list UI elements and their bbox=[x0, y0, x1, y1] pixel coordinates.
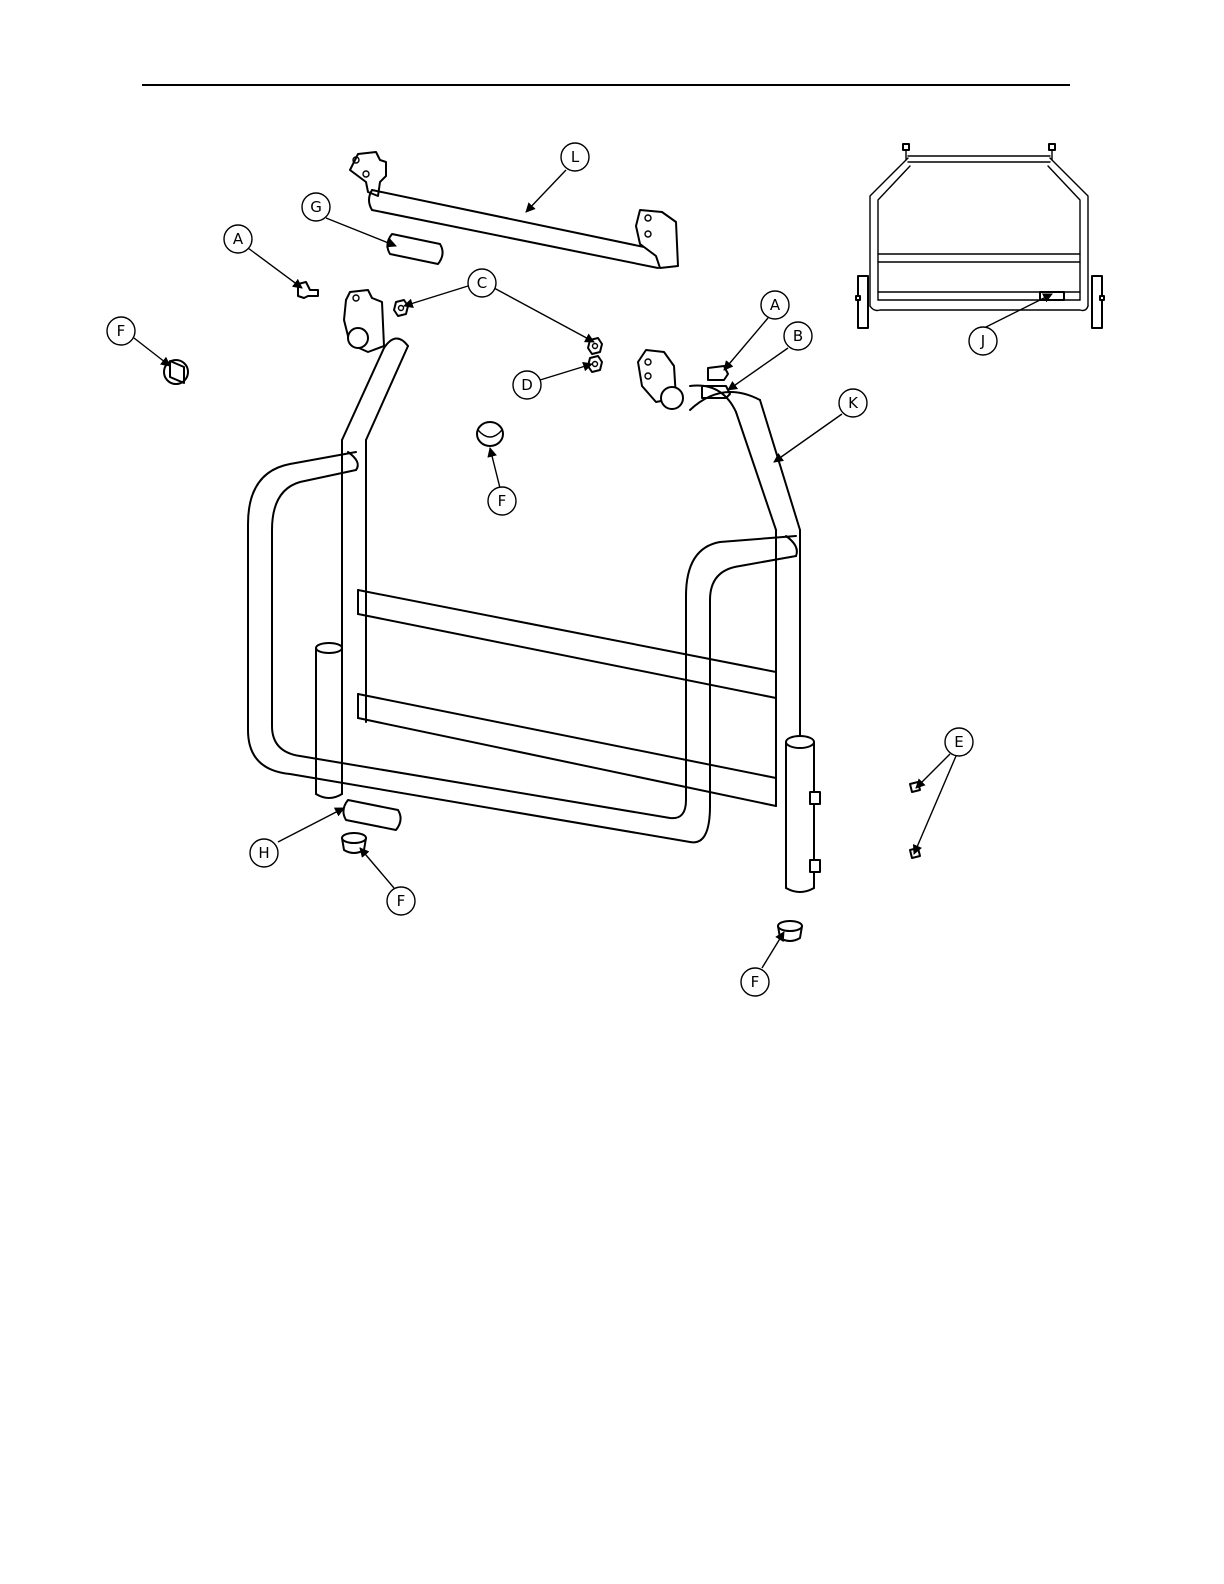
svg-text:C: C bbox=[477, 274, 487, 292]
left-frame-bracket bbox=[344, 290, 384, 352]
svg-text:F: F bbox=[397, 892, 406, 910]
callout-j: J bbox=[969, 327, 997, 355]
svg-text:K: K bbox=[848, 394, 859, 412]
callout-d: D bbox=[513, 371, 541, 399]
svg-text:E: E bbox=[954, 733, 963, 751]
part-e-clip-upper bbox=[910, 782, 920, 792]
callout-g: G bbox=[302, 193, 330, 221]
svg-text:A: A bbox=[233, 230, 244, 248]
svg-text:F: F bbox=[751, 973, 760, 991]
callout-a-left: A bbox=[224, 225, 252, 253]
callout-k: K bbox=[839, 389, 867, 417]
svg-text:B: B bbox=[793, 327, 803, 345]
right-frame-bracket bbox=[638, 350, 683, 409]
inset-front-view bbox=[856, 144, 1104, 328]
svg-text:G: G bbox=[310, 198, 322, 216]
callout-c: C bbox=[468, 269, 496, 297]
part-f-cap-center bbox=[477, 422, 503, 446]
svg-text:H: H bbox=[258, 844, 269, 862]
part-k-main-frame bbox=[248, 338, 820, 892]
svg-text:J: J bbox=[980, 332, 985, 350]
part-g-sleeve bbox=[387, 234, 442, 264]
callout-h: H bbox=[250, 839, 278, 867]
callout-f-center: F bbox=[488, 487, 516, 515]
callout-f-far-left: F bbox=[107, 317, 135, 345]
svg-text:F: F bbox=[117, 322, 126, 340]
callout-f-bottom-right: F bbox=[741, 968, 769, 996]
svg-text:A: A bbox=[770, 296, 781, 314]
svg-text:F: F bbox=[498, 492, 507, 510]
callout-a-right: A bbox=[761, 291, 789, 319]
part-a-left-bolt bbox=[298, 282, 318, 298]
part-c-nut-left bbox=[394, 300, 408, 316]
callout-e: E bbox=[945, 728, 973, 756]
part-h-sleeve bbox=[343, 800, 400, 830]
svg-text:L: L bbox=[571, 148, 580, 166]
callout-b: B bbox=[784, 322, 812, 350]
callout-f-bottom-left: F bbox=[387, 887, 415, 915]
svg-text:D: D bbox=[521, 376, 533, 394]
callout-l: L bbox=[561, 143, 589, 171]
part-f-cap-bottom-right bbox=[778, 921, 802, 941]
